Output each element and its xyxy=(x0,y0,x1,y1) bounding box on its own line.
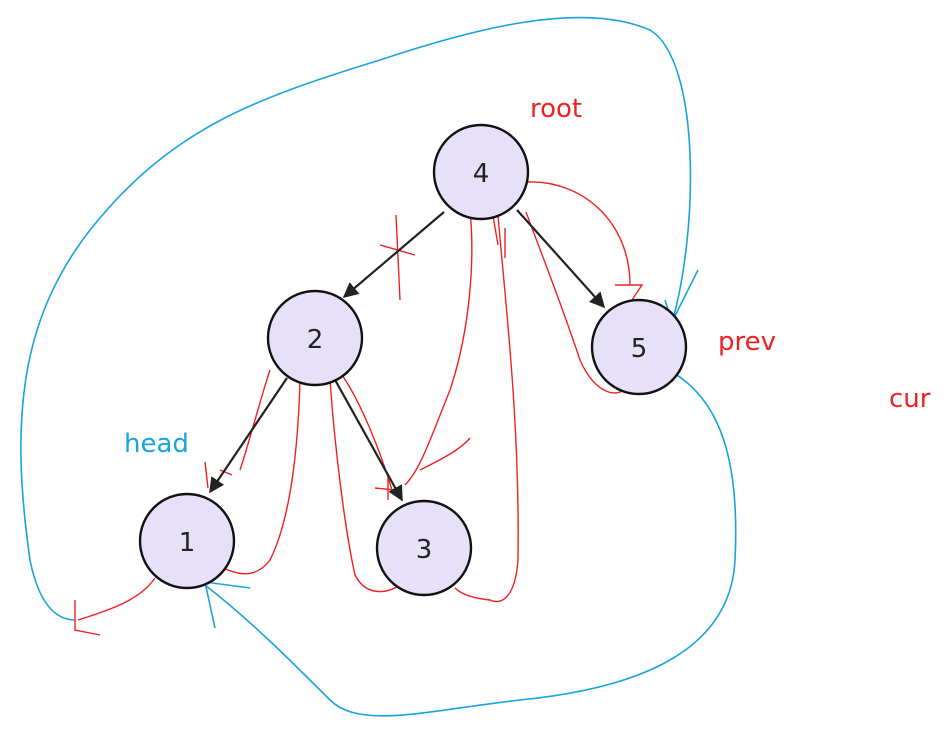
label-root: root xyxy=(530,94,582,124)
label-prev: prev xyxy=(718,327,776,357)
tree-node-5: 5 xyxy=(590,298,688,396)
label-cur: cur xyxy=(889,384,931,414)
node-value: 2 xyxy=(307,325,324,355)
tree-node-2: 2 xyxy=(266,289,364,387)
node-value: 1 xyxy=(179,528,196,558)
node-value: 5 xyxy=(631,334,648,364)
label-head: head xyxy=(124,429,189,459)
tree-node-1: 1 xyxy=(138,492,236,590)
tree-edges xyxy=(209,209,606,502)
node-value: 4 xyxy=(473,159,490,189)
blue-circular-link xyxy=(20,16,692,621)
blue-arrowhead-head xyxy=(204,581,251,629)
node-value: 3 xyxy=(416,535,433,565)
blue-tail-to-head-link xyxy=(204,371,737,717)
tree-node-4: 4 xyxy=(432,123,530,221)
edge-2-3 xyxy=(333,377,403,502)
tree-node-3: 3 xyxy=(375,499,473,597)
edge-4-2 xyxy=(342,211,445,298)
red-traversal-links xyxy=(74,181,644,636)
edge-2-1 xyxy=(209,377,288,494)
edge-4-5 xyxy=(516,209,606,309)
